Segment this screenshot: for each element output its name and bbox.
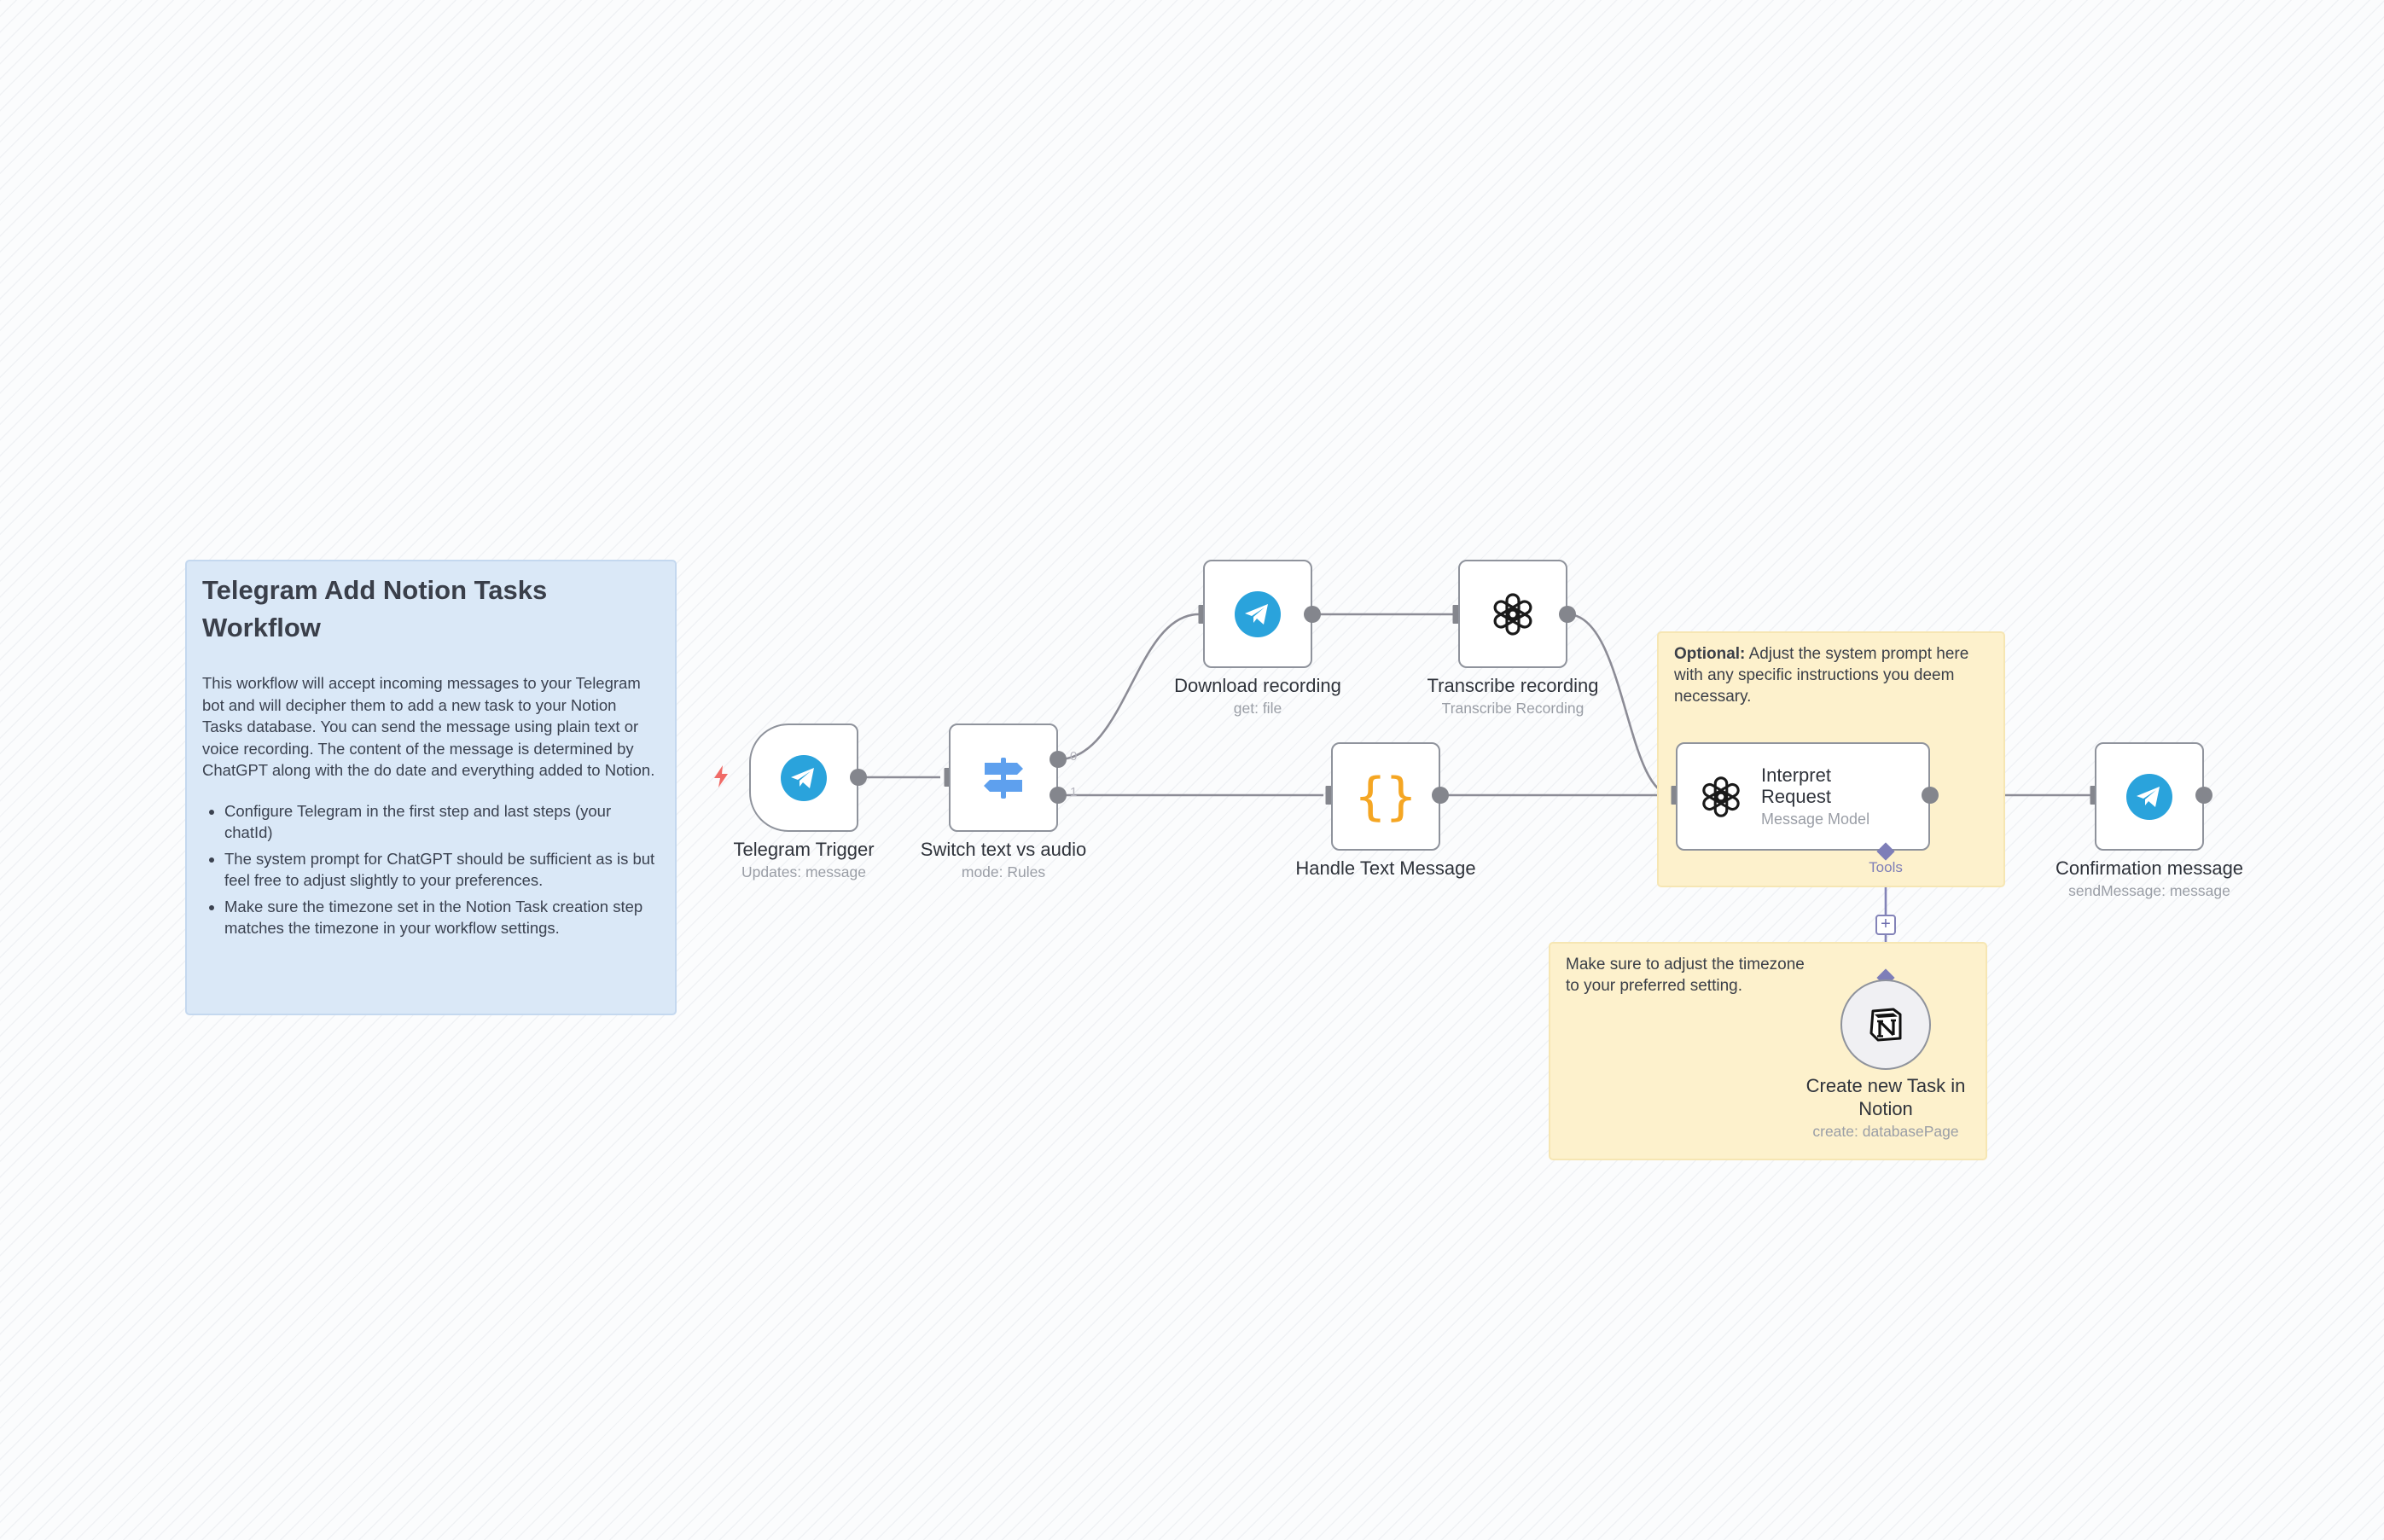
node-telegram-trigger[interactable] bbox=[749, 724, 858, 832]
output-handle-1[interactable] bbox=[1050, 787, 1067, 804]
sticky-title: Telegram Add Notion Tasks Workflow bbox=[202, 575, 548, 642]
tools-label: Tools bbox=[1869, 859, 1903, 875]
node-subtitle: Message Model bbox=[1761, 811, 1870, 828]
signpost-icon bbox=[980, 754, 1027, 802]
input-handle[interactable] bbox=[944, 768, 951, 787]
openai-icon bbox=[1696, 772, 1746, 822]
node-label-telegram-trigger: Telegram Trigger Updates: message bbox=[733, 839, 875, 880]
output-handle[interactable] bbox=[1922, 787, 1939, 804]
node-title: Interpret Request bbox=[1761, 764, 1831, 807]
node-download-recording[interactable] bbox=[1203, 560, 1312, 668]
notion-icon bbox=[1867, 1006, 1904, 1043]
output-handle[interactable] bbox=[2195, 787, 2212, 804]
input-handle[interactable] bbox=[2090, 786, 2096, 805]
telegram-icon bbox=[2125, 773, 2173, 821]
node-label-handle-text-message: Handle Text Message bbox=[1295, 857, 1476, 879]
telegram-icon bbox=[1234, 590, 1282, 638]
interpret-request-text: Interpret Request Message Model bbox=[1761, 764, 1869, 828]
output-handle[interactable] bbox=[1304, 606, 1321, 623]
input-handle[interactable] bbox=[1325, 786, 1332, 805]
node-interpret-request[interactable]: Interpret Request Message Model bbox=[1676, 742, 1930, 851]
node-label-transcribe-recording: Transcribe recording Transcribe Recordin… bbox=[1427, 675, 1599, 717]
sticky-optional-text: Adjust the system prompt here with any s… bbox=[1674, 645, 1969, 706]
sticky-bullet-list: Configure Telegram in the first step and… bbox=[202, 800, 660, 939]
node-switch-text-vs-audio[interactable] bbox=[949, 724, 1058, 832]
sticky-bullet: The system prompt for ChatGPT should be … bbox=[224, 848, 660, 892]
openai-icon bbox=[1487, 589, 1538, 640]
sticky-bullet: Make sure the timezone set in the Notion… bbox=[224, 896, 660, 939]
telegram-icon bbox=[780, 754, 828, 802]
node-label-create-notion-task: Create new Task in Notion create: databa… bbox=[1805, 1075, 1966, 1140]
node-label-download-recording: Download recording get: file bbox=[1174, 675, 1341, 717]
output-port-label-0: 0 bbox=[1070, 749, 1078, 764]
sticky-note-overview[interactable]: Telegram Add Notion Tasks Workflow This … bbox=[185, 560, 677, 1015]
node-create-notion-task[interactable] bbox=[1840, 979, 1931, 1070]
node-transcribe-recording[interactable] bbox=[1458, 560, 1567, 668]
node-confirmation-message[interactable] bbox=[2095, 742, 2204, 851]
trigger-bolt-icon bbox=[714, 765, 728, 787]
sticky-bullet: Configure Telegram in the first step and… bbox=[224, 800, 660, 844]
curly-braces-icon: {} bbox=[1354, 766, 1417, 827]
input-handle[interactable] bbox=[1452, 605, 1459, 624]
input-handle[interactable] bbox=[1198, 605, 1205, 624]
node-label-switch: Switch text vs audio mode: Rules bbox=[920, 839, 1087, 880]
output-handle[interactable] bbox=[1559, 606, 1576, 623]
node-handle-text-message[interactable]: {} bbox=[1331, 742, 1440, 851]
node-label-confirmation-message: Confirmation message sendMessage: messag… bbox=[2055, 857, 2244, 899]
output-handle[interactable] bbox=[1432, 787, 1449, 804]
input-handle[interactable] bbox=[1671, 786, 1678, 805]
add-tool-button[interactable]: + bbox=[1875, 915, 1896, 935]
sticky-optional-bold: Optional: bbox=[1674, 645, 1746, 663]
output-handle-0[interactable] bbox=[1050, 751, 1067, 768]
output-handle[interactable] bbox=[850, 769, 867, 786]
sticky-description: This workflow will accept incoming messa… bbox=[202, 674, 655, 779]
output-port-label-1: 1 bbox=[1070, 785, 1078, 799]
sticky-timezone-text: Make sure to adjust the timezone to your… bbox=[1566, 956, 1805, 995]
